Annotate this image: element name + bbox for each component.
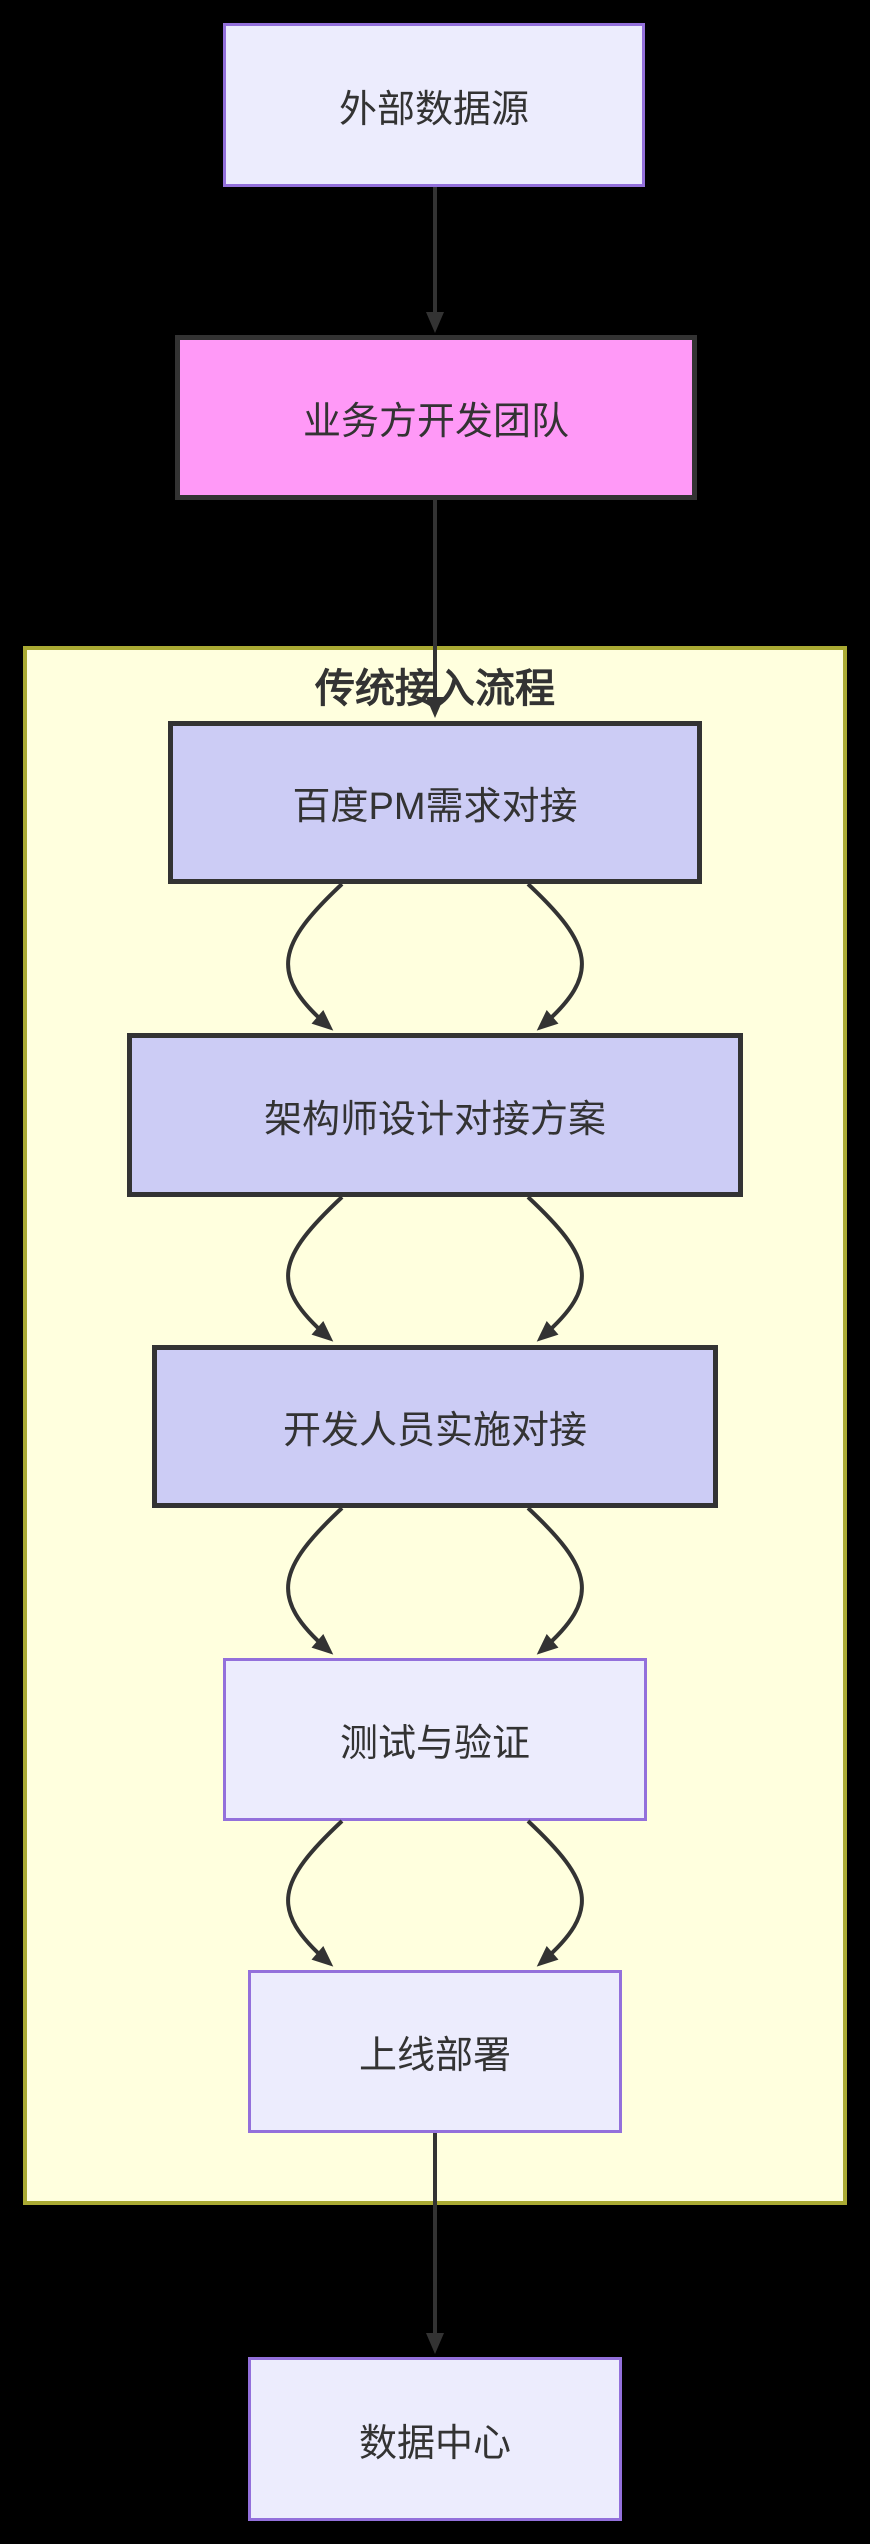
node-label: 外部数据源	[338, 88, 529, 131]
subgraph-title: 传统接入流程	[315, 667, 555, 711]
node-label: 数据中心	[358, 2422, 511, 2465]
node-developer-implementation: 开发人员实施对接	[152, 1345, 718, 1508]
node-label: 业务方开发团队	[302, 401, 569, 443]
node-business-dev-team: 业务方开发团队	[175, 335, 697, 500]
node-label: 架构师设计对接方案	[263, 1098, 606, 1141]
node-deployment: 上线部署	[248, 1970, 622, 2133]
node-label: 上线部署	[358, 2035, 511, 2077]
node-testing-verification: 测试与验证	[223, 1658, 647, 1821]
node-architect-design: 架构师设计对接方案	[127, 1033, 743, 1197]
node-label: 百度PM需求对接	[292, 786, 578, 828]
node-data-center: 数据中心	[248, 2357, 622, 2521]
node-label: 测试与验证	[339, 1723, 530, 1765]
node-external-data-source: 外部数据源	[223, 23, 645, 187]
node-baidu-pm-requirement: 百度PM需求对接	[168, 721, 702, 884]
node-label: 开发人员实施对接	[282, 1410, 587, 1452]
